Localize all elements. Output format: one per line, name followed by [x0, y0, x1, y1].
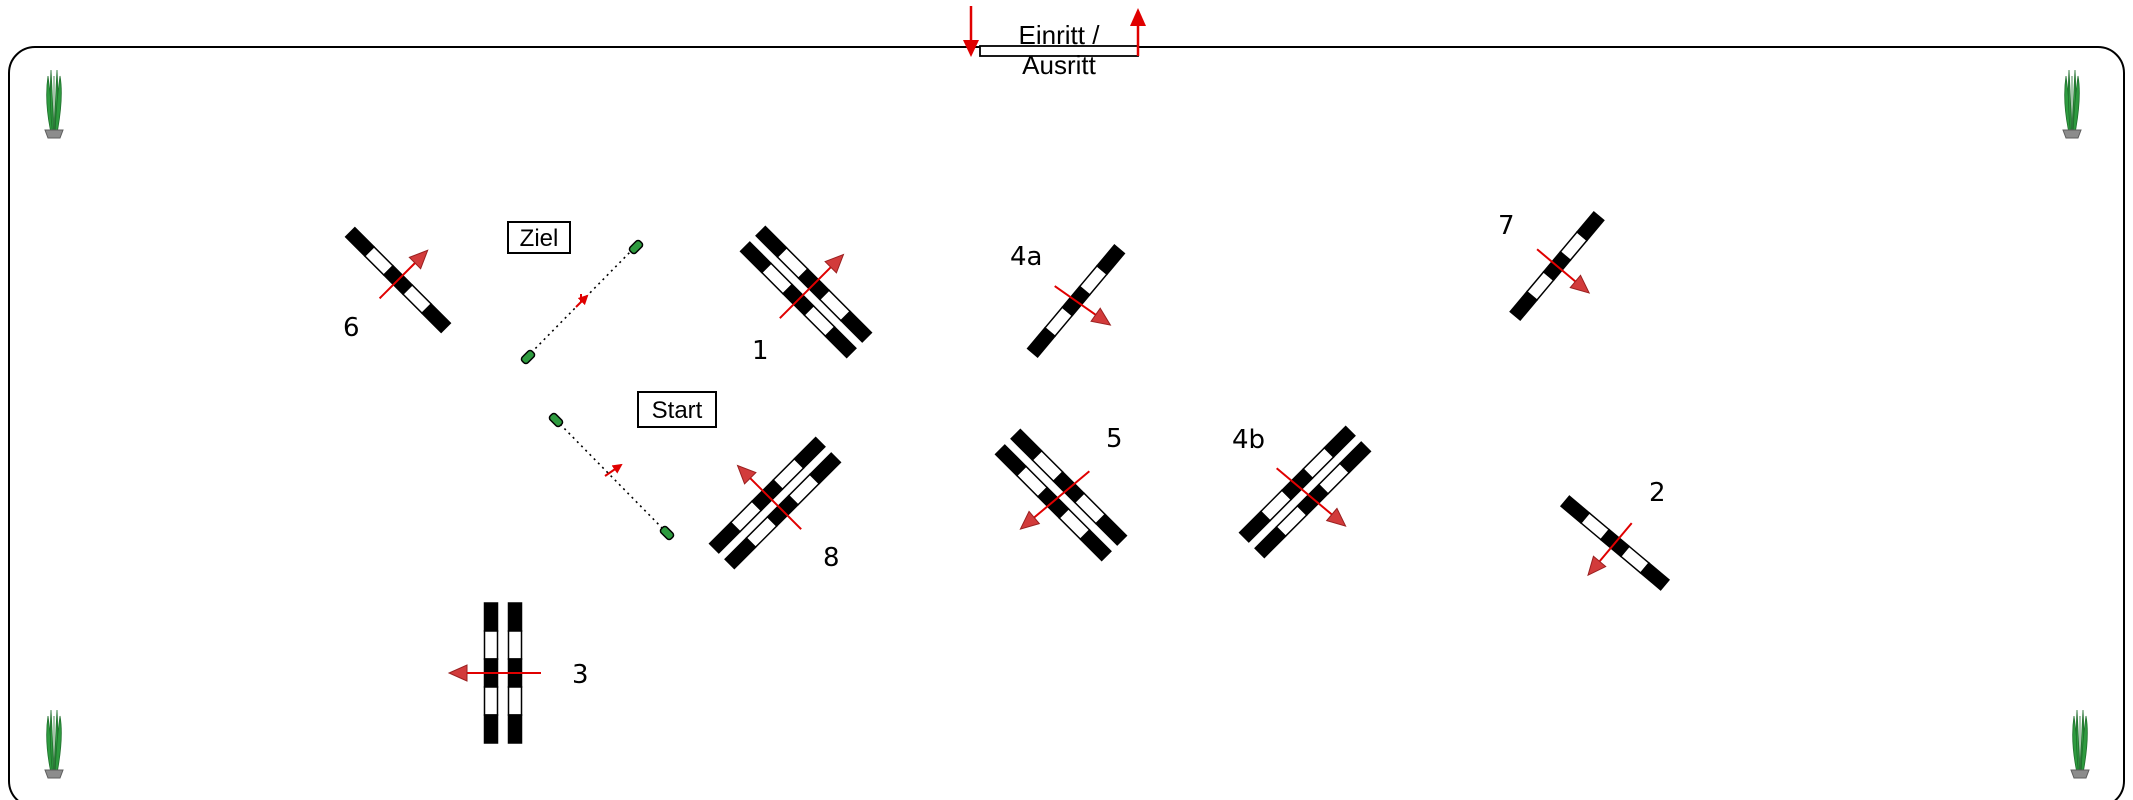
obstacle-3-pole-1: [507, 602, 523, 744]
finish-marker-left: [520, 349, 536, 365]
obstacle-number-3: 3: [572, 660, 589, 690]
obstacle-6[interactable]: [344, 226, 452, 334]
start-line[interactable]: [548, 412, 675, 541]
obstacle-4a-direction-arrow-icon: [1054, 285, 1112, 326]
obstacle-2-direction-arrow-icon: [1587, 522, 1633, 577]
obstacle-5[interactable]: [994, 428, 1128, 562]
arena-border: [8, 46, 2125, 800]
obstacle-1[interactable]: [739, 225, 873, 359]
obstacle-1-pole-2: [739, 241, 857, 359]
obstacle-3[interactable]: [447, 602, 541, 744]
obstacle-number-1: 1: [752, 336, 769, 366]
obstacle-number-6: 6: [343, 313, 360, 343]
obstacle-6-direction-arrow-icon: [378, 249, 429, 300]
obstacle-7[interactable]: [1509, 210, 1605, 322]
start-dotted-line: [555, 419, 668, 534]
finish-line[interactable]: [520, 239, 644, 365]
obstacle-5-direction-arrow-icon: [1019, 470, 1090, 530]
plant-icon: [2070, 709, 2090, 779]
obstacle-number-8: 8: [823, 543, 840, 573]
obstacle-number-4b: 4b: [1232, 425, 1265, 455]
entrance-label-line2: Ausritt: [1022, 50, 1096, 80]
entrance-label-line1: Einritt /: [1019, 20, 1101, 50]
start-marker-right: [659, 525, 675, 541]
start-direction-arrow-icon: [604, 463, 623, 477]
entry-arrowhead-icon: [963, 40, 979, 57]
plant-icon: [44, 709, 64, 779]
obstacle-3-pole-2: [483, 602, 499, 744]
obstacle-4b-pole-1: [1238, 425, 1356, 543]
obstacle-number-4a: 4a: [1010, 242, 1042, 272]
finish-direction-arrow-icon: [575, 294, 589, 308]
obstacle-1-direction-arrow-icon: [779, 253, 845, 319]
finish-label: Ziel: [520, 225, 559, 252]
obstacle-5-pole-1: [1010, 428, 1128, 546]
finish-label-box: [507, 221, 571, 254]
obstacle-number-2: 2: [1649, 478, 1666, 508]
finish-dotted-line: [526, 246, 636, 358]
obstacle-2[interactable]: [1559, 495, 1671, 591]
plant-icon: [2062, 69, 2082, 139]
exit-arrowhead-icon: [1130, 8, 1146, 26]
obstacle-number-7: 7: [1498, 211, 1515, 241]
obstacle-4a[interactable]: [1026, 244, 1126, 358]
obstacle-3-direction-arrow-icon: [447, 664, 541, 682]
obstacle-8[interactable]: [708, 436, 842, 570]
start-label: Start: [652, 397, 703, 424]
obstacle-7-pole-1: [1509, 210, 1605, 322]
start-label-box: [637, 391, 717, 428]
obstacle-4b[interactable]: [1238, 425, 1372, 559]
obstacle-8-direction-arrow-icon: [736, 464, 802, 530]
plant-icon: [44, 69, 64, 139]
obstacle-4b-direction-arrow-icon: [1276, 467, 1347, 527]
start-marker-left: [548, 412, 564, 428]
finish-marker-right: [628, 239, 644, 255]
obstacle-number-5: 5: [1106, 424, 1123, 454]
entrance-gate[interactable]: Einritt / Ausritt: [963, 6, 1146, 80]
obstacle-8-pole-2: [724, 452, 842, 570]
obstacle-1-pole-1: [755, 225, 873, 343]
obstacle-7-direction-arrow-icon: [1536, 248, 1591, 294]
obstacle-6-pole-1: [344, 226, 452, 334]
